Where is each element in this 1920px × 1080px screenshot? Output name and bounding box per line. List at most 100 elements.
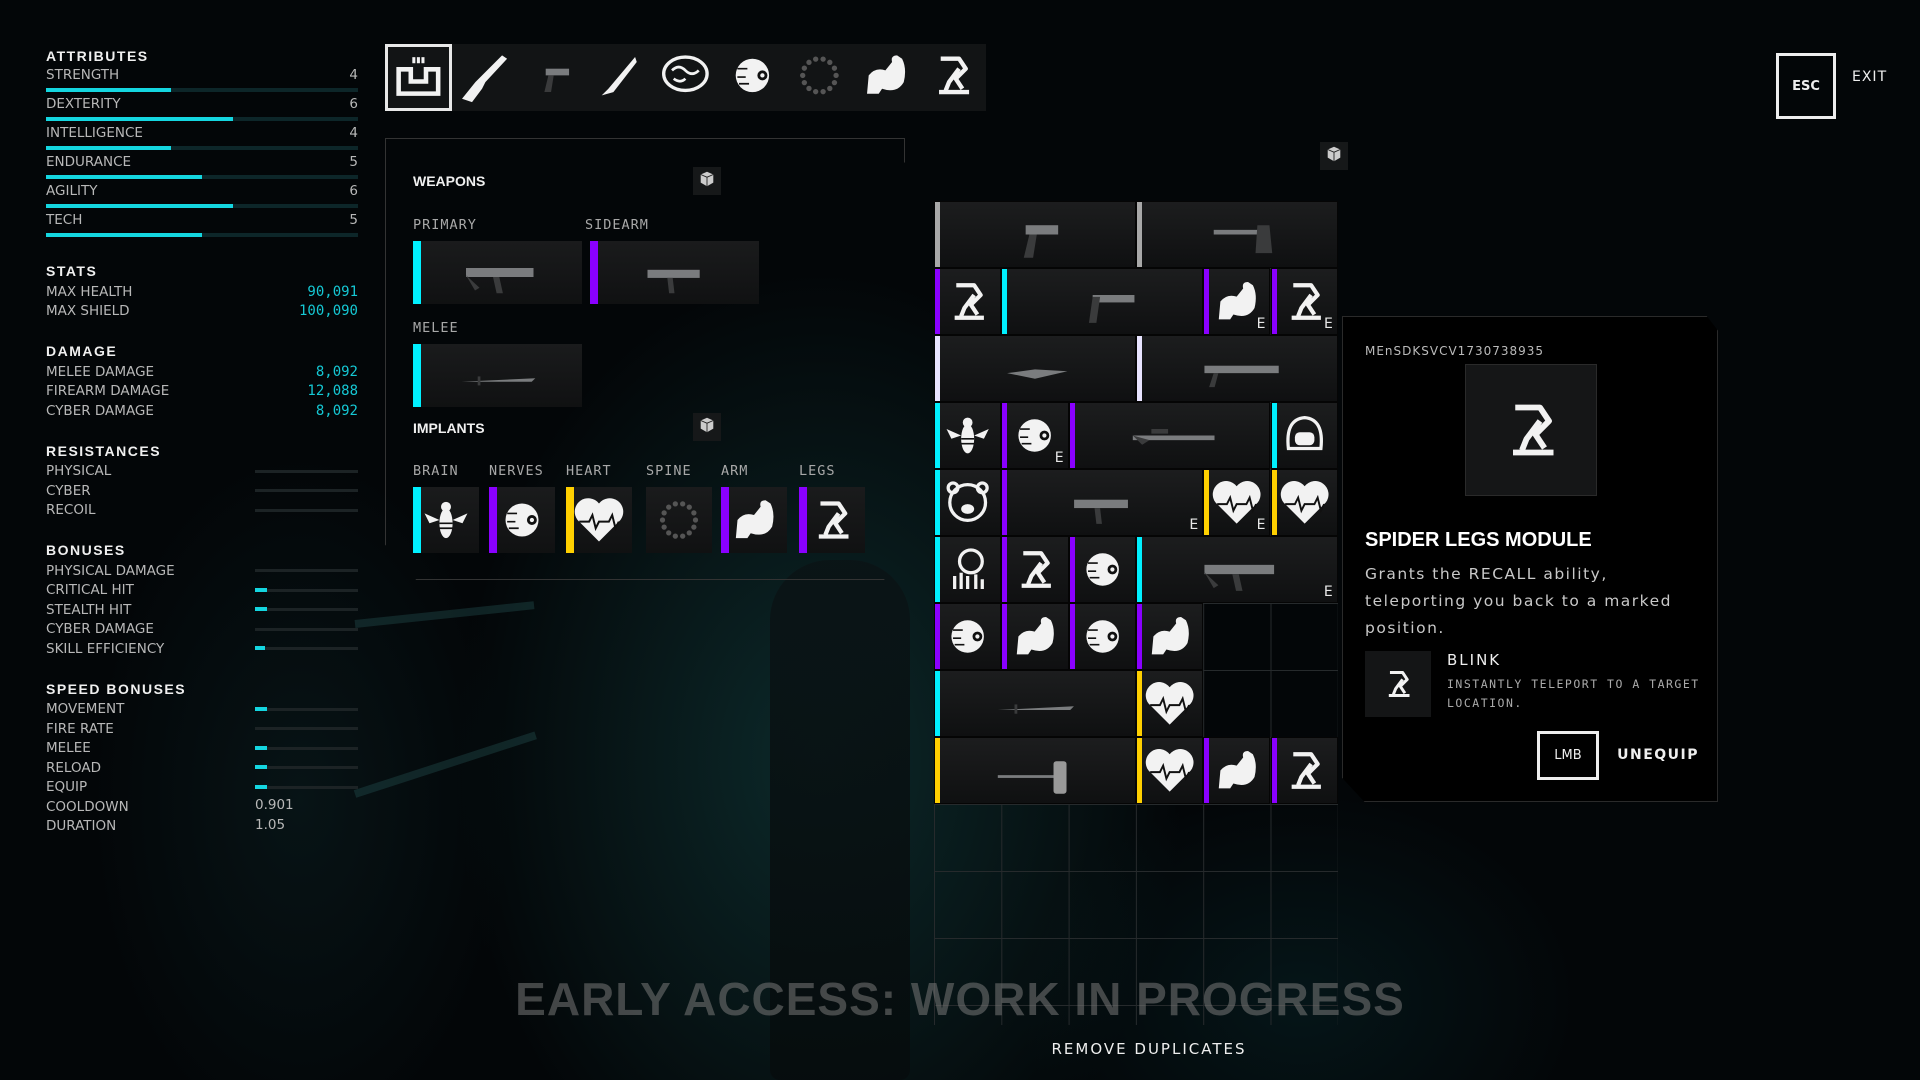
- implant-label-heart: HEART: [566, 463, 612, 479]
- bonuses-heading: BONUSES: [46, 542, 126, 558]
- inventory-item[interactable]: [934, 536, 1002, 603]
- inventory-item[interactable]: [934, 469, 1002, 536]
- bonus-label: MELEE: [46, 740, 91, 757]
- item-description: Grants the RECALL ability, teleporting y…: [1365, 565, 1672, 637]
- implant-slot-arm[interactable]: [721, 487, 787, 553]
- inventory-item[interactable]: [1135, 201, 1338, 268]
- attribute-row: AGILITY 6: [46, 183, 358, 212]
- tab-spine[interactable]: [786, 44, 853, 111]
- bonus-bar: [255, 489, 358, 492]
- bonus-label: COOLDOWN: [46, 798, 129, 815]
- attribute-label: AGILITY: [46, 183, 98, 199]
- inventory-item[interactable]: [934, 201, 1136, 268]
- implant-slot-heart[interactable]: [566, 487, 632, 553]
- stat-label: FIREARM DAMAGE: [46, 383, 170, 400]
- tab-eye[interactable]: [719, 44, 786, 111]
- inventory-item[interactable]: [1068, 603, 1136, 670]
- tab-pistol[interactable]: [519, 44, 586, 111]
- bonus-label: MOVEMENT: [46, 701, 125, 718]
- stat-value: 100,090: [298, 303, 358, 320]
- bonus-row: MOVEMENT: [46, 700, 358, 720]
- primary-weapon-slot[interactable]: [413, 241, 582, 304]
- exit-button[interactable]: EXIT: [1852, 69, 1888, 85]
- bonus-row: SKILL EFFICIENCY: [46, 639, 358, 659]
- bonus-label: FIRE RATE: [46, 720, 114, 737]
- inventory-item[interactable]: E: [1001, 469, 1204, 536]
- inventory-item[interactable]: [934, 737, 1136, 804]
- implant-label-legs: LEGS: [799, 463, 836, 479]
- speed-heading: SPEED BONUSES: [46, 680, 187, 697]
- inventory-item[interactable]: [1135, 603, 1204, 670]
- inventory-item[interactable]: [934, 603, 1002, 670]
- implant-label-nerves: NERVES: [489, 463, 544, 479]
- bonus-label: EQUIP: [46, 779, 88, 796]
- attribute-value: 6: [349, 183, 358, 199]
- inventory-item[interactable]: [1068, 536, 1136, 603]
- inventory-item[interactable]: [934, 402, 1002, 469]
- lmb-key-button[interactable]: LMB: [1537, 731, 1599, 780]
- inventory-item[interactable]: [1001, 268, 1204, 335]
- tab-knife[interactable]: [585, 44, 652, 111]
- equipped-tag: E: [1323, 584, 1333, 600]
- inventory-item[interactable]: [934, 268, 1002, 335]
- tab-legs[interactable]: [919, 44, 986, 111]
- implant-slot-brain[interactable]: [413, 487, 479, 553]
- bonus-bar: [255, 569, 358, 572]
- inventory-item[interactable]: [1135, 670, 1204, 737]
- damage-heading: DAMAGE: [46, 343, 118, 359]
- implant-slot-spine[interactable]: [646, 487, 712, 553]
- category-tabs: [385, 44, 986, 111]
- tab-assault-rifle[interactable]: [452, 44, 519, 111]
- inventory-item[interactable]: [1203, 737, 1271, 804]
- randomize-weapons-button[interactable]: [693, 167, 721, 195]
- inventory-item[interactable]: [1135, 737, 1204, 804]
- inventory-item[interactable]: [934, 670, 1136, 737]
- implant-slot-legs[interactable]: [799, 487, 865, 553]
- inventory-item[interactable]: E: [1203, 469, 1271, 536]
- inventory-item[interactable]: E: [1270, 268, 1338, 335]
- inventory-item[interactable]: E: [1001, 402, 1069, 469]
- attribute-bar: [46, 175, 358, 179]
- inventory-item[interactable]: [1001, 536, 1069, 603]
- tab-arm[interactable]: [852, 44, 919, 111]
- inventory-item[interactable]: [1135, 335, 1338, 402]
- unequip-button[interactable]: UNEQUIP: [1617, 747, 1699, 763]
- bonus-row: RELOAD: [46, 758, 358, 778]
- inventory-item[interactable]: [934, 335, 1136, 402]
- attribute-value: 6: [349, 96, 358, 112]
- inventory-item[interactable]: E: [1203, 268, 1271, 335]
- attribute-label: STRENGTH: [46, 67, 120, 83]
- brain-icon: [652, 42, 719, 113]
- inventory-item[interactable]: E: [1135, 536, 1338, 603]
- esc-key-button[interactable]: ESC: [1776, 53, 1836, 119]
- inventory-item[interactable]: [1270, 469, 1338, 536]
- item-detail-panel: MEnSDKSVCV1730738935 SPIDER LEGS MODULE …: [1342, 316, 1718, 802]
- assault-rifle-icon: [452, 42, 519, 113]
- inventory-item[interactable]: [1068, 402, 1271, 469]
- inventory-randomize-button[interactable]: [1320, 142, 1348, 170]
- melee-label: MELEE: [413, 320, 459, 336]
- inventory-item[interactable]: [1001, 603, 1069, 670]
- eye-icon: [719, 42, 786, 113]
- randomize-implants-button[interactable]: [693, 413, 721, 441]
- melee-weapon-slot[interactable]: [413, 344, 582, 407]
- inventory-item[interactable]: [1270, 402, 1338, 469]
- sidearm-weapon-slot[interactable]: [590, 241, 759, 304]
- stat-label: MAX SHIELD: [46, 303, 130, 320]
- stat-row: MAX SHIELD 100,090: [46, 302, 358, 322]
- item-icon-large: [1465, 364, 1597, 496]
- implant-slot-nerves[interactable]: [489, 487, 555, 553]
- inventory-item[interactable]: [1270, 737, 1338, 804]
- tab-brain[interactable]: [652, 44, 719, 111]
- tab-inventory[interactable]: [385, 44, 452, 111]
- stat-label: MELEE DAMAGE: [46, 363, 155, 380]
- implant-label-spine: SPINE: [646, 463, 692, 479]
- bonus-bar: [255, 784, 358, 789]
- equipped-tag: E: [1256, 316, 1266, 332]
- primary-label: PRIMARY: [413, 217, 477, 233]
- knife-icon: [585, 42, 652, 113]
- remove-duplicates-button[interactable]: REMOVE DUPLICATES: [1051, 1040, 1247, 1058]
